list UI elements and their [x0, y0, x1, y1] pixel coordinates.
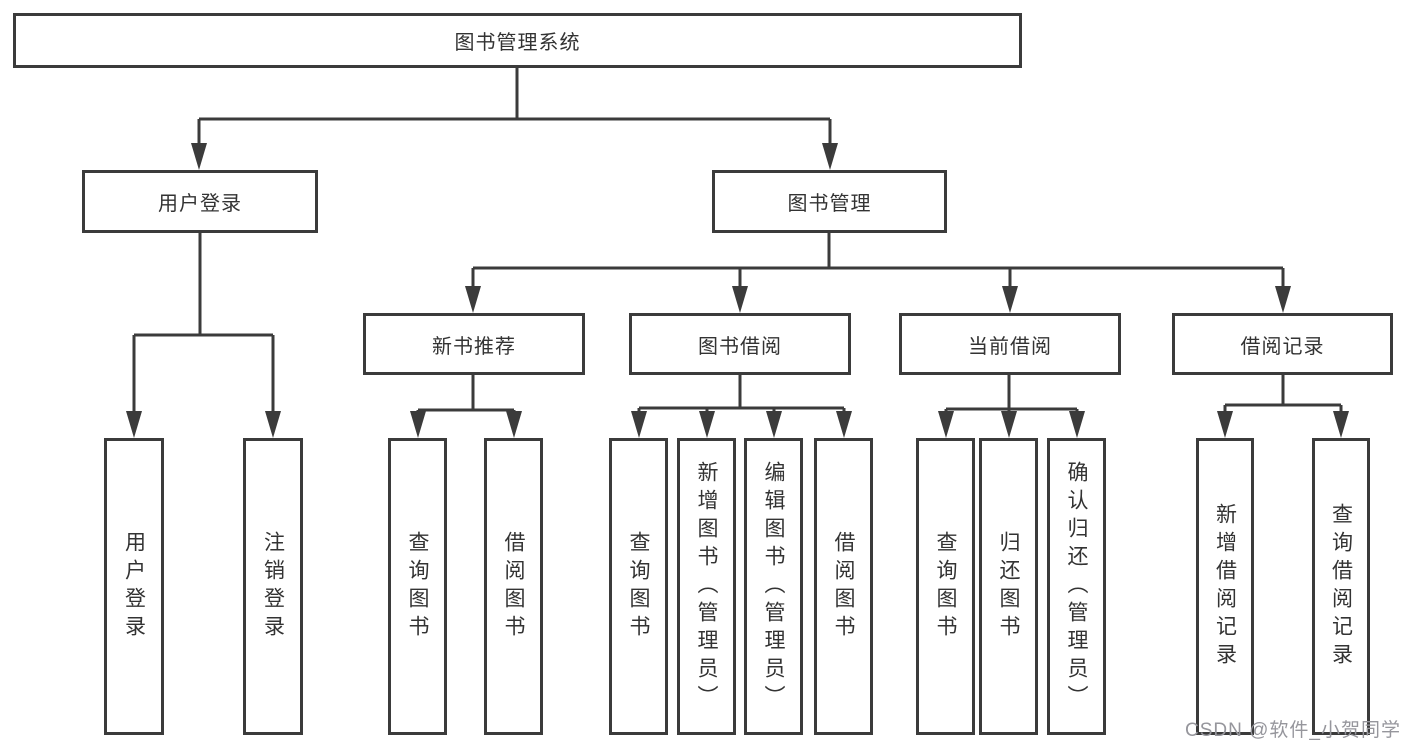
leaf-nb-borrow-books: 借阅图书 [484, 438, 543, 735]
leaf-bw-edit-books-admin: 编辑图书（管理员） [744, 438, 803, 735]
node-current-borrowing: 当前借阅 [899, 313, 1121, 375]
node-book-management: 图书管理 [712, 170, 947, 233]
node-new-book-recommend: 新书推荐 [363, 313, 585, 375]
leaf-cur-return-books: 归还图书 [979, 438, 1038, 735]
leaf-cur-confirm-return-admin: 确认归还（管理员） [1047, 438, 1106, 735]
leaf-nb-query-books: 查询图书 [388, 438, 447, 735]
leaf-rec-add-borrow-record: 新增借阅记录 [1196, 438, 1254, 735]
arrowhead-icons [126, 143, 1349, 438]
leaf-bw-add-books-admin: 新增图书（管理员） [677, 438, 736, 735]
csdn-watermark: CSDN @软件_小贺同学 [1185, 720, 1401, 741]
leaf-cur-query-books: 查询图书 [916, 438, 975, 735]
node-book-borrowing: 图书借阅 [629, 313, 851, 375]
leaf-user-login: 用户登录 [104, 438, 164, 735]
leaf-rec-query-borrow-record: 查询借阅记录 [1312, 438, 1370, 735]
node-user-login: 用户登录 [82, 170, 318, 233]
node-root-system: 图书管理系统 [13, 13, 1022, 68]
leaf-bw-query-books: 查询图书 [609, 438, 668, 735]
leaf-logout: 注销登录 [243, 438, 303, 735]
node-borrowing-records: 借阅记录 [1172, 313, 1393, 375]
leaf-bw-borrow-books: 借阅图书 [814, 438, 873, 735]
